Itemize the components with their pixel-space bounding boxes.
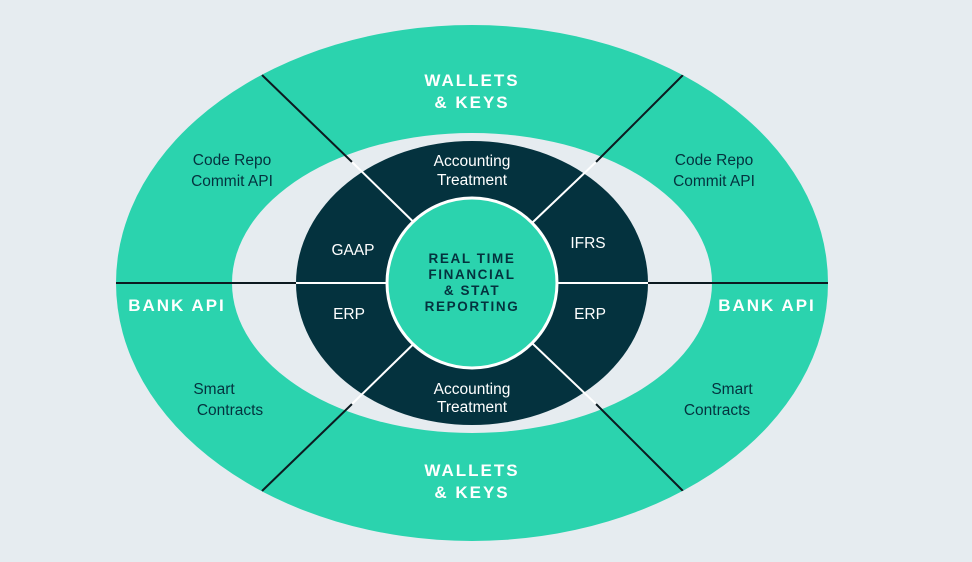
outer-lower-left-label-2: Contracts	[197, 402, 264, 419]
inner-erp-right-label: ERP	[574, 306, 606, 323]
outer-bottom-label-2: & KEYS	[434, 483, 509, 502]
center-label-3: & STAT	[444, 283, 500, 298]
outer-top-label-2: & KEYS	[434, 93, 509, 112]
inner-ifrs-label: IFRS	[570, 235, 605, 252]
divider-upper-left	[261, 74, 353, 163]
inner-top-label-1: Accounting	[434, 153, 511, 170]
outer-upper-right-label-2: Commit API	[673, 173, 755, 190]
outer-dividers	[116, 74, 828, 492]
divider-upper-right	[595, 74, 684, 163]
center-label-4: REPORTING	[425, 299, 520, 314]
outer-upper-left-label-1: Code Repo	[193, 152, 271, 169]
outer-right-label: BANK API	[718, 296, 816, 315]
outer-lower-left-label-1: Smart	[193, 381, 235, 398]
outer-lower-right-label-2: Contracts	[684, 402, 751, 419]
center-label-2: FINANCIAL	[428, 267, 515, 282]
inner-gaap-label: GAAP	[331, 242, 374, 259]
inner-erp-left-label: ERP	[333, 306, 365, 323]
outer-left-label: BANK API	[128, 296, 226, 315]
outer-upper-right-label-1: Code Repo	[675, 152, 753, 169]
outer-upper-left-label-2: Commit API	[191, 173, 273, 190]
center-circle	[385, 196, 559, 370]
outer-bottom-label-1: WALLETS	[424, 461, 519, 480]
inner-bottom-label-1: Accounting	[434, 381, 511, 398]
divider-lower-left	[261, 403, 353, 492]
inner-bottom-label-2: Treatment	[437, 399, 508, 416]
inner-top-label-2: Treatment	[437, 172, 508, 189]
outer-lower-right-label-1: Smart	[711, 381, 753, 398]
outer-top-label-1: WALLETS	[424, 71, 519, 90]
center-label-1: REAL TIME	[429, 251, 516, 266]
divider-lower-right	[595, 403, 684, 492]
